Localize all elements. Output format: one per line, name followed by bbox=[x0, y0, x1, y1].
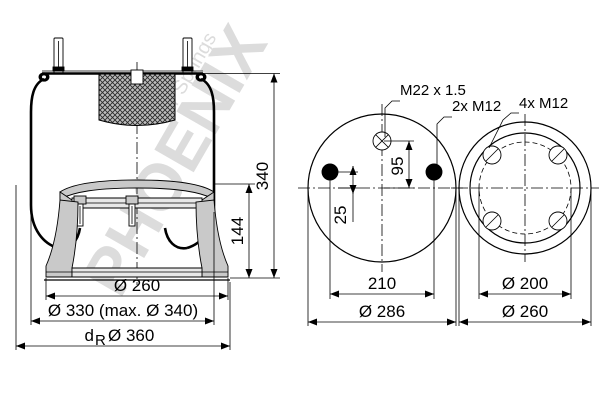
bolt-hole-top-left bbox=[482, 145, 502, 165]
dim-piston-height: 144 bbox=[228, 217, 247, 245]
dim-rolling-dia-subscript: R bbox=[95, 332, 106, 349]
bolt-hole-bottom-left bbox=[482, 211, 502, 231]
top-plate-view: M22 x 1.5 2x M12 95 25 210 bbox=[298, 82, 501, 326]
top-stud-right bbox=[181, 37, 194, 75]
dim-bellows-dia: Ø 330 (max. Ø 340) bbox=[48, 301, 198, 320]
bottom-piston-view: 4x M12 Ø 200 Ø 260 bbox=[451, 95, 599, 326]
stud-hole-right bbox=[425, 163, 443, 181]
leader-bolts bbox=[488, 112, 519, 149]
top-stud-left bbox=[52, 37, 65, 75]
dim-bolt-circle-dia: Ø 200 bbox=[502, 274, 548, 293]
dim-rolling-dia-label: d bbox=[85, 326, 94, 345]
dim-total-height: 340 bbox=[253, 162, 272, 190]
dim-piston-base-dia: Ø 260 bbox=[114, 276, 160, 295]
side-section-view: 340 144 Ø 260 Ø 330 (max. Ø 340) d R Ø 3… bbox=[15, 37, 280, 350]
bellows-left-wall bbox=[29, 77, 59, 250]
label-air-port: M22 x 1.5 bbox=[400, 82, 466, 99]
bump-stop bbox=[98, 69, 176, 126]
bolt-hole-top-right bbox=[548, 145, 568, 165]
leader-studs bbox=[436, 116, 452, 167]
dim-port-offset: 95 bbox=[388, 157, 407, 176]
dim-rolling-dia-value: Ø 360 bbox=[108, 326, 154, 345]
label-bolts: 4x M12 bbox=[519, 95, 568, 112]
dim-plate-dia: Ø 286 bbox=[359, 302, 405, 321]
label-studs: 2x M12 bbox=[452, 98, 501, 115]
dim-stud-spacing: 210 bbox=[368, 274, 396, 293]
bellows-right-lobe bbox=[163, 227, 188, 250]
leader-air-port bbox=[384, 100, 400, 137]
bolt-hole-bottom-right bbox=[548, 211, 568, 231]
piston-body bbox=[45, 199, 229, 278]
air-port-hole bbox=[372, 131, 392, 151]
piston-bolt-right bbox=[125, 195, 139, 227]
dim-outer-dia: Ø 260 bbox=[502, 302, 548, 321]
dim-stud-offset: 25 bbox=[331, 206, 350, 225]
